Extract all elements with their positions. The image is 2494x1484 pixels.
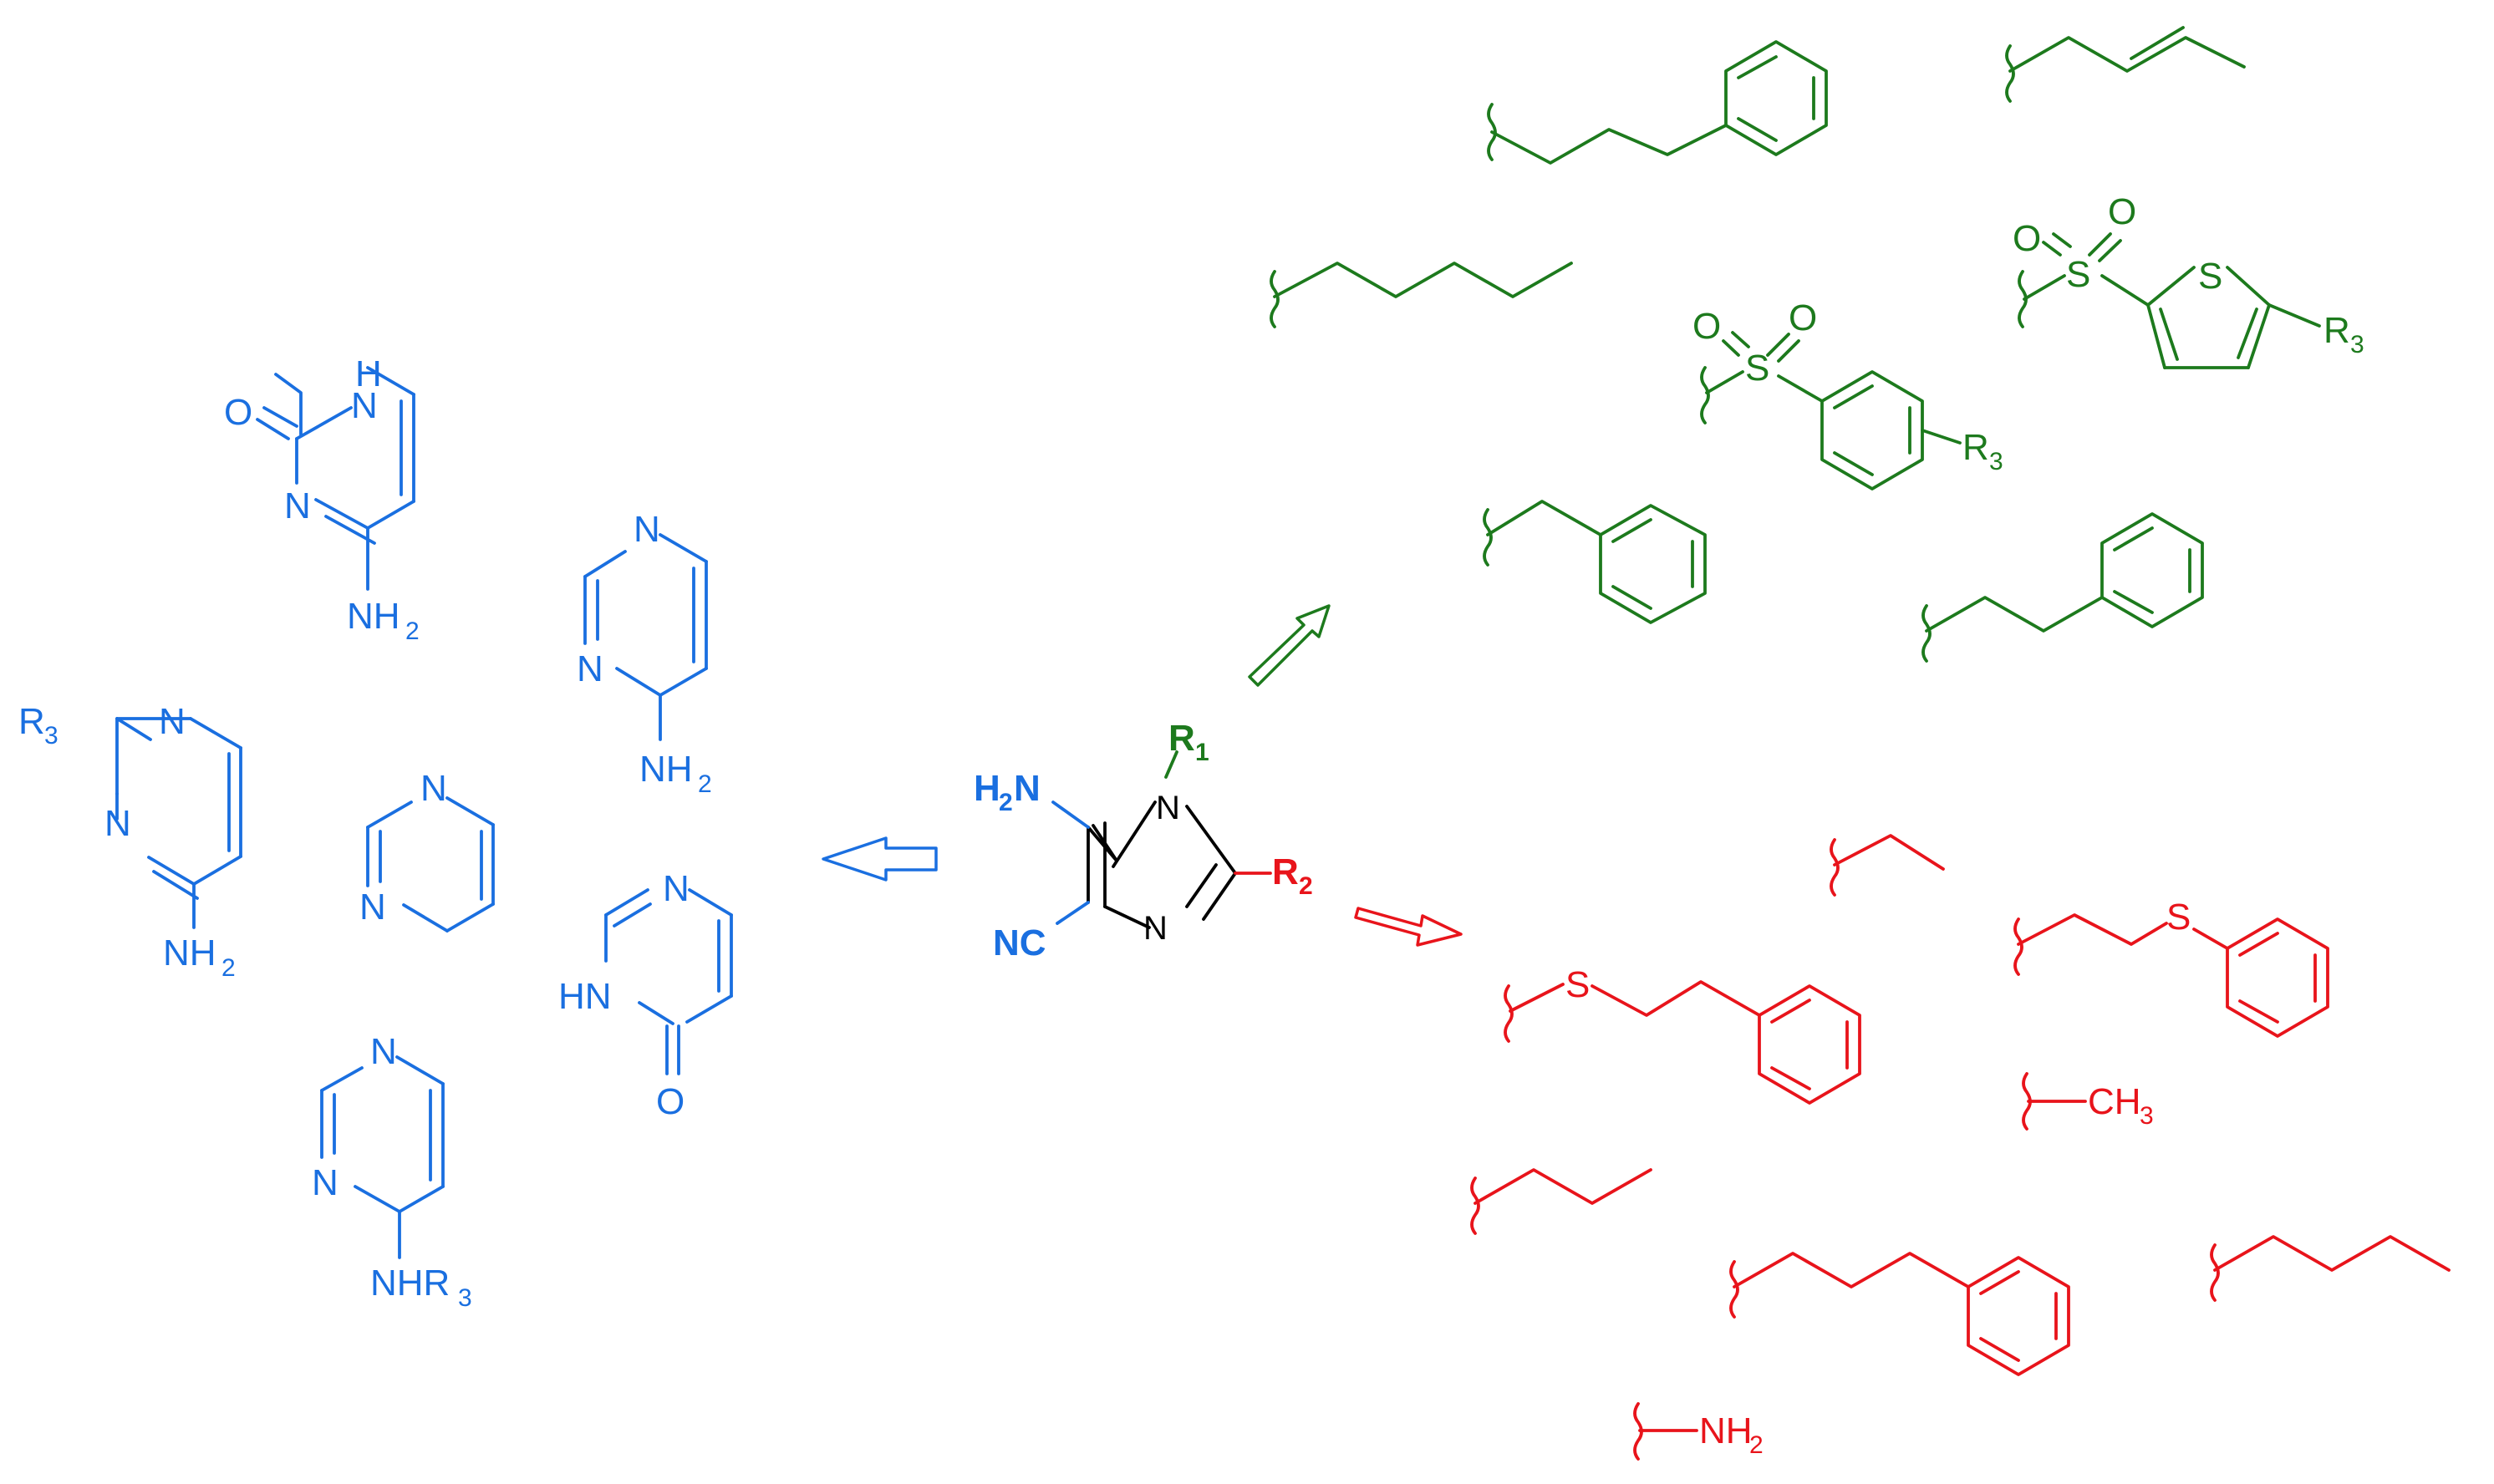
pyrone-n: N [663, 868, 690, 909]
green-benzyl [1483, 500, 1707, 624]
arylsulfonyl-o1: O [1692, 306, 1721, 347]
core-n3-label: N [1143, 910, 1168, 947]
thio-r-sub: 3 [2350, 331, 2364, 358]
red-amino-sub: 2 [1749, 1431, 1764, 1459]
red-s-ethyl-s: S [1565, 964, 1590, 1005]
red-propylphenyl [1729, 1252, 2070, 1376]
thio-r: R [2323, 310, 2350, 351]
nhr3pyr-sub: 3 [458, 1284, 472, 1312]
arylsulfonyl-r-sub: 3 [1989, 448, 2003, 475]
cytosine-nh2-sub: 2 [405, 617, 420, 645]
thio-o2: O [2108, 191, 2136, 232]
red-s-phenyl-s: S [2166, 897, 2191, 938]
blue-r3-aminopyrimidine: R 3 N N NH 2 [18, 701, 242, 982]
red-amino: NH 2 [1633, 1402, 1764, 1461]
arrow-down-red [1354, 907, 1463, 947]
r3pyr-n: N [104, 803, 131, 844]
red-thioethylphenyl: S [1504, 964, 1861, 1105]
arylsulfonyl-o2: O [1789, 297, 1817, 338]
nhr3pyr-n: N [312, 1162, 338, 1203]
green-phenethyl [1921, 512, 2204, 663]
core-imidazole: N N R 1 R 2 H 2 N NC [974, 718, 1313, 963]
red-methyl: CH 3 [2022, 1072, 2154, 1131]
thio-o1: O [2013, 218, 2041, 259]
cytosine-nh2: NH [347, 596, 400, 637]
aminopyr-n: N [577, 648, 603, 689]
green-butenyl [2005, 26, 2246, 103]
core-nitrile-label: NC [993, 922, 1046, 963]
blue-cytosine: H N O N NH 2 [224, 353, 420, 645]
thio-ring-s: S [2198, 256, 2222, 297]
red-amino-nh: NH [1699, 1410, 1753, 1451]
red-propylthiophenyl: S [2013, 897, 2329, 1038]
core-amino-sub: 2 [999, 789, 1013, 816]
aminopyr-nh2-sub: 2 [698, 770, 712, 798]
nhr3pyr-nhr: NHR [370, 1263, 450, 1304]
core-r2-sub: 2 [1299, 872, 1313, 900]
arrow-up-green [1248, 604, 1331, 687]
cytosine-h: H [355, 353, 382, 394]
core-r1-sub: 1 [1195, 739, 1209, 766]
arylsulfonyl-r: R [1962, 427, 1989, 468]
red-ethyl [1830, 834, 1945, 897]
pyr-n-top: N [420, 768, 447, 809]
r3pyr-nh2: NH [163, 933, 216, 973]
core-r2-label: R [1272, 851, 1299, 892]
pyrone-hn: HN [558, 976, 612, 1017]
blue-pyrimidinone: N HN O [558, 868, 733, 1122]
aminopyr-n-top: N [634, 509, 660, 550]
red-propyl [1470, 1168, 1652, 1235]
red-butyl [2210, 1235, 2451, 1302]
red-methyl-ch: CH [2088, 1081, 2141, 1122]
aminopyr-nh2: NH [639, 749, 693, 790]
r3pyr-r: R [18, 701, 45, 742]
cytosine-n: N [284, 485, 311, 526]
core-r1-label: R [1168, 718, 1195, 759]
blue-aminopyrimidine: N N NH 2 [577, 509, 712, 798]
thio-s: S [2066, 254, 2090, 295]
cytosine-o: O [224, 392, 252, 433]
r3pyr-r-sub: 3 [44, 722, 59, 750]
green-thiophenesulfonyl: S O O S R 3 [2013, 191, 2364, 369]
core-amino-h: H [974, 768, 1000, 809]
pyrone-o: O [656, 1081, 685, 1122]
pyr-n: N [359, 887, 386, 928]
nhr3pyr-n-top: N [370, 1031, 397, 1072]
red-methyl-sub: 3 [2140, 1102, 2154, 1130]
blue-nhr3-pyrimidine: N N NHR 3 [312, 1031, 472, 1312]
core-n1-label: N [1156, 790, 1180, 826]
green-pentyl [1270, 262, 1573, 328]
core-amino-n: N [1014, 768, 1041, 809]
arrow-left-blue [822, 836, 938, 882]
arylsulfonyl-s: S [1745, 348, 1769, 389]
r3pyr-n-top: N [159, 701, 186, 742]
green-propylphenyl [1487, 40, 1828, 165]
blue-pyrimidine: N N [359, 768, 495, 933]
cytosine-n-top: N [351, 385, 378, 426]
r3pyr-nh2-sub: 2 [221, 954, 236, 982]
green-arylsulfonyl: S O O R 3 [1692, 297, 2003, 490]
